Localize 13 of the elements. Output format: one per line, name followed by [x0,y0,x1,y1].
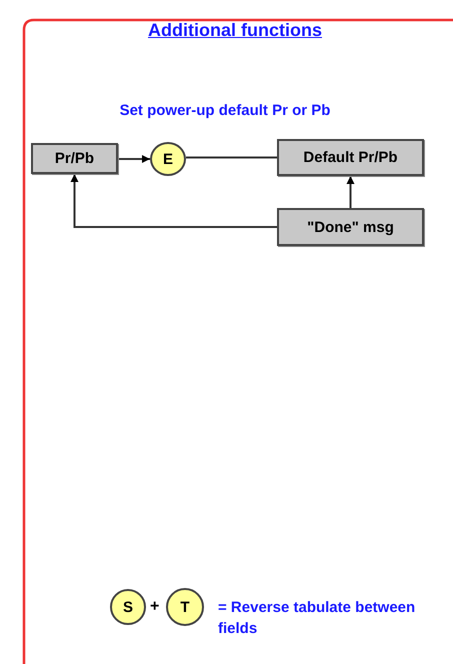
key-circle: T [166,588,204,626]
title: Additional functions [147,20,323,41]
subtitle: Set power-up default Pr or Pb [118,101,332,121]
plus-sign: + [150,597,160,617]
process-box: Pr/Pb [31,143,118,174]
connector-arrow [118,155,150,163]
key-circle: E [150,142,186,176]
key-circle: S [110,589,146,625]
connector-arrow [346,176,354,208]
process-box: "Done" msg [277,208,424,246]
process-box: Default Pr/Pb [277,139,424,176]
key-description: = Reverse tabulate between fields [218,598,416,639]
connector-arrow [70,174,277,228]
